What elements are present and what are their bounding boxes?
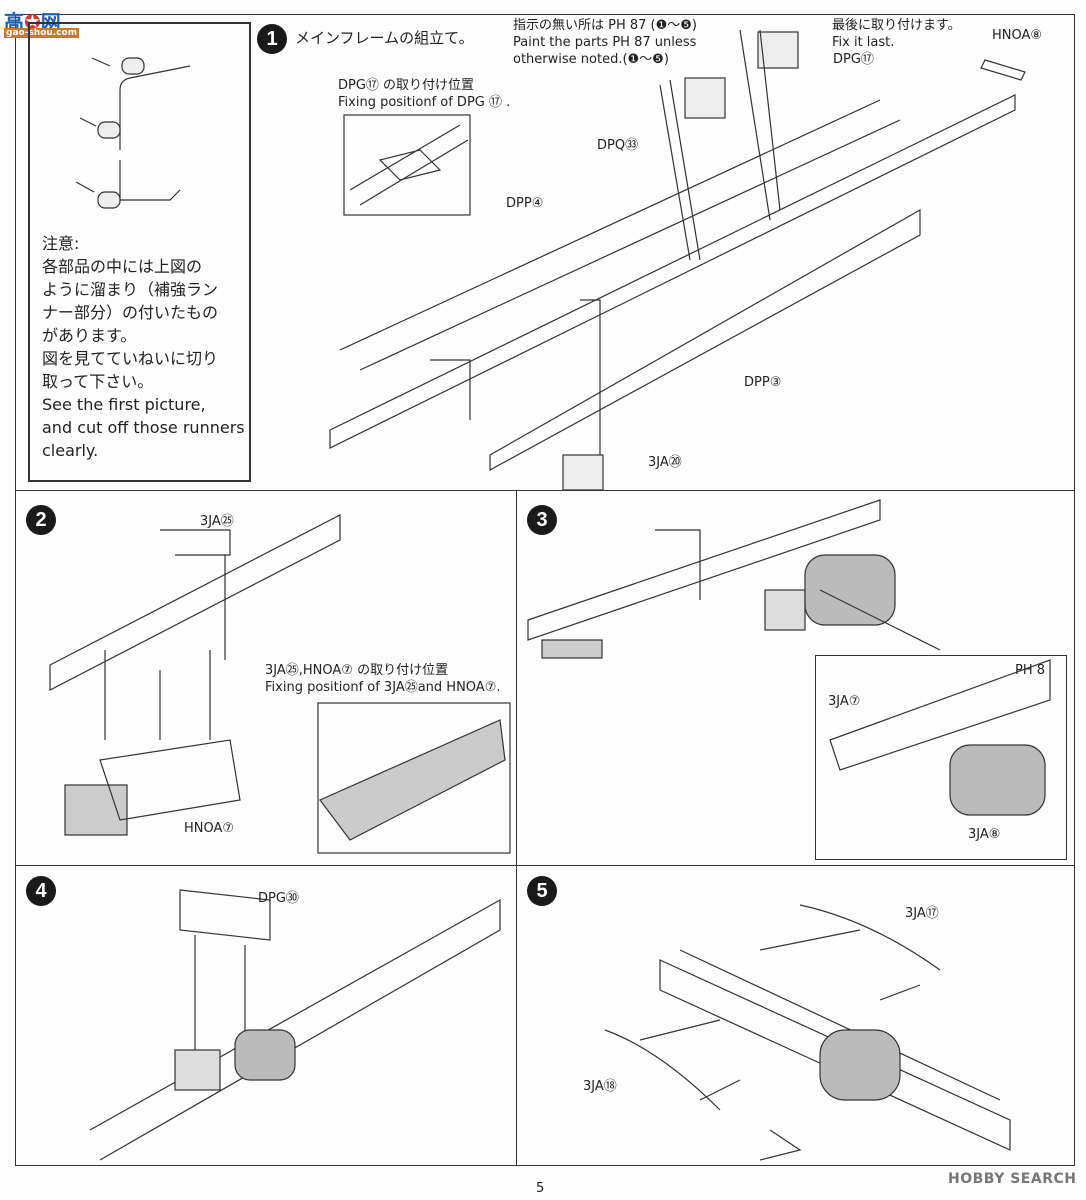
fixing-position-2-jp: 3JA㉕,HNOA⑦ の取り付け位置	[265, 663, 449, 678]
part-label-3ja8: 3JA⑧	[968, 827, 1001, 842]
detail-inset-3	[815, 655, 1067, 860]
frame-step4	[89, 889, 501, 1161]
fix-last-en: Fix it last.	[832, 35, 895, 50]
runner-illustration	[75, 57, 191, 209]
note-line: 図を見てていねいに切り	[42, 349, 219, 368]
frame-step3	[527, 499, 1051, 816]
part-label-3ja18: 3JA⑱	[583, 1079, 617, 1094]
page-number: 5	[536, 1181, 545, 1196]
gaoshou-url: gao-shou.com	[4, 28, 80, 38]
paint-label-ph8: PH 8	[1015, 663, 1046, 678]
frame-step2	[49, 514, 511, 854]
fix-last-jp: 最後に取り付けます。	[832, 18, 961, 33]
note-line: See the first picture,	[42, 395, 206, 414]
step-2-badge: 2	[26, 505, 56, 535]
step-1-title: メインフレームの組立て。	[295, 29, 474, 47]
runner-note-box	[28, 22, 251, 482]
part-label-3ja25: 3JA㉕	[200, 514, 234, 529]
paint-note-2: Paint the parts PH 87 unless	[513, 35, 697, 50]
column-divider	[516, 490, 517, 1165]
note-line: 取って下さい。	[42, 372, 154, 391]
note-heading: 注意:	[42, 234, 80, 253]
note-line: 各部品の中には上図の	[42, 257, 203, 276]
part-label-dpg17: DPG⑰	[833, 52, 874, 67]
note-text: 各部品の中には上図の ように溜まり（補強ラン ナー部分）の付いたもの があります…	[42, 255, 245, 462]
hobbysearch-logo: HOBBY SEARCH	[948, 1171, 1077, 1187]
fixing-position-2-en: Fixing positionf of 3JA㉕and HNOA⑦.	[265, 680, 501, 695]
paint-note-1: 指示の無い所は PH 87 (❶～❺)	[513, 18, 698, 33]
frame-step5	[604, 904, 1011, 1161]
step-1-badge: 1	[257, 24, 287, 54]
part-label-dpg30: DPG㉚	[258, 891, 299, 906]
paint-note-3: otherwise noted.(❶～❺)	[513, 52, 669, 67]
note-line: clearly.	[42, 441, 99, 460]
fixing-position-en: Fixing positionf of DPG ⑰ .	[338, 95, 511, 110]
step-4-badge: 4	[26, 876, 56, 906]
row-divider	[15, 490, 1075, 491]
step-3-badge: 3	[527, 505, 557, 535]
step-5-badge: 5	[527, 876, 557, 906]
row-divider	[15, 865, 1075, 866]
part-label-dpp4: DPP④	[506, 196, 544, 211]
part-label-dpp3: DPP③	[744, 375, 782, 390]
part-label-3ja17: 3JA⑰	[905, 906, 939, 921]
page-border	[15, 14, 1075, 1166]
dpg17-inset	[343, 114, 471, 216]
note-line: ように溜まり（補強ラン	[42, 280, 219, 299]
note-line: and cut off those runners	[42, 418, 245, 437]
note-line: ナー部分）の付いたもの	[42, 303, 219, 322]
part-label-hnoa8: HNOA⑧	[992, 28, 1043, 43]
part-label-hnoa7: HNOA⑦	[184, 821, 235, 836]
main-frame-step1	[329, 29, 1026, 491]
note-line: があります。	[42, 326, 137, 345]
part-label-3ja7: 3JA⑦	[828, 694, 861, 709]
part-label-3ja20: 3JA⑳	[648, 455, 682, 470]
fixing-position-jp: DPG⑰ の取り付け位置	[338, 78, 475, 93]
part-label-dpq33: DPQ㉝	[597, 138, 639, 153]
